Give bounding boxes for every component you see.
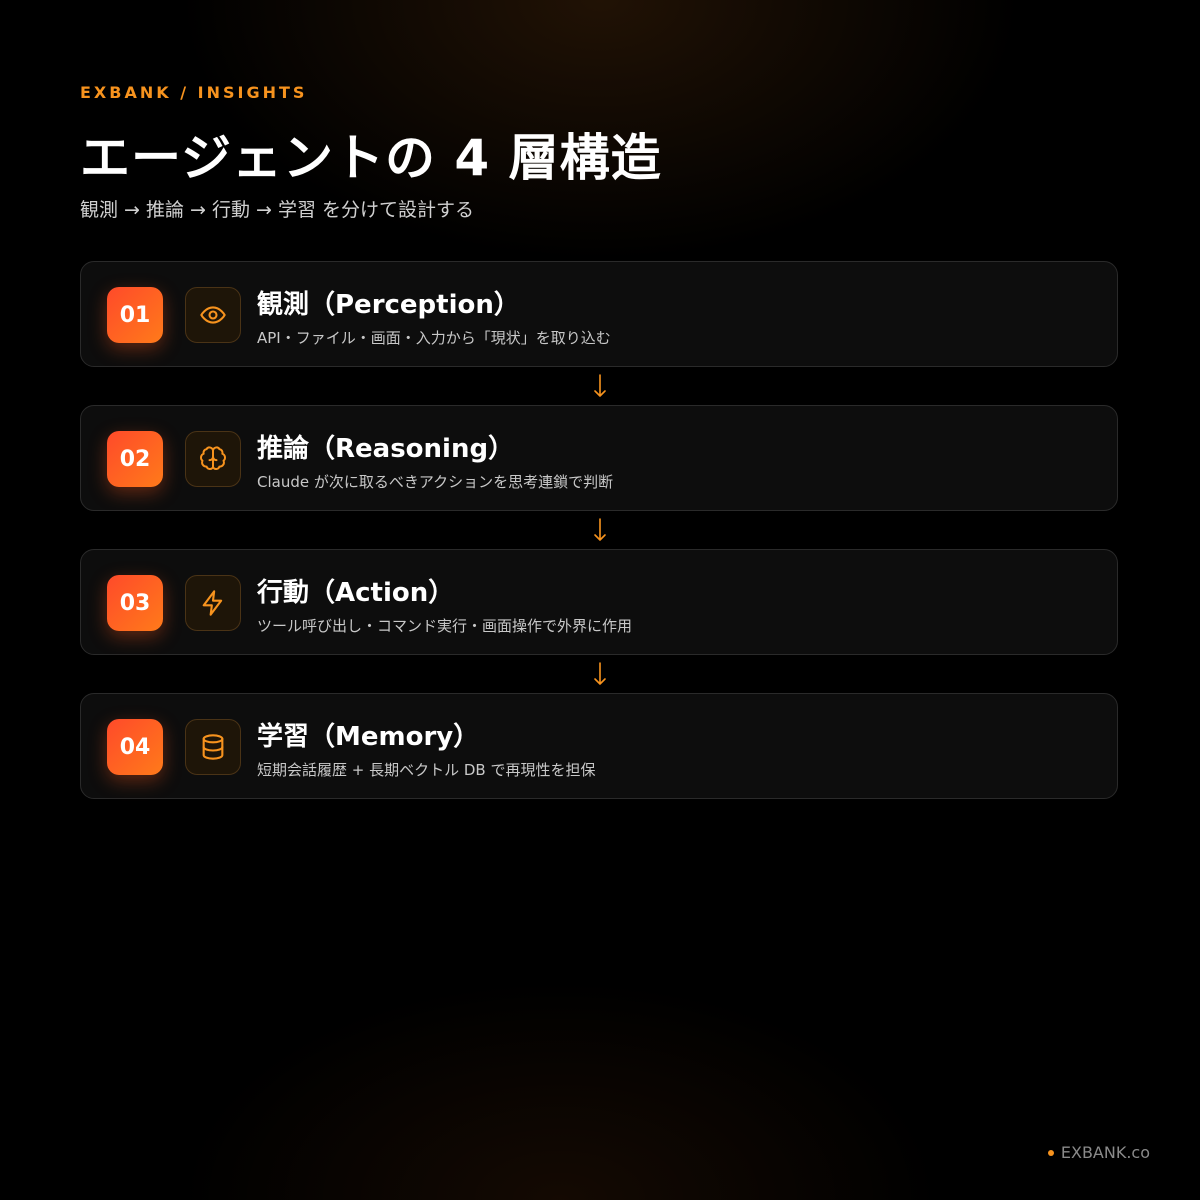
brain-icon [200, 446, 226, 470]
layer-title: 行動（Action） [257, 578, 455, 608]
eyebrow-label: EXBANK / INSIGHTS [80, 83, 308, 102]
layer-title: 学習（Memory） [257, 722, 480, 752]
layer-number-badge: 03 [107, 575, 163, 631]
eye-icon [200, 306, 226, 324]
layer-description: ツール呼び出し・コマンド実行・画面操作で外界に作用 [257, 617, 633, 635]
footer-brand-label: EXBANK.co [1060, 1143, 1150, 1162]
layer-card-reasoning: 02 推論（Reasoning） Claude が次に取るべきアクションを思考連… [80, 405, 1118, 511]
layer-title: 推論（Reasoning） [257, 434, 515, 464]
layer-icon-box [185, 719, 241, 775]
layer-icon-box [185, 287, 241, 343]
down-arrow-icon [588, 371, 612, 401]
layer-card-action: 03 行動（Action） ツール呼び出し・コマンド実行・画面操作で外界に作用 [80, 549, 1118, 655]
database-icon [202, 734, 224, 760]
layer-description: 短期会話履歴 + 長期ベクトル DB で再現性を担保 [257, 761, 596, 779]
layer-card-memory: 04 学習（Memory） 短期会話履歴 + 長期ベクトル DB で再現性を担保 [80, 693, 1118, 799]
page-title: エージェントの 4 層構造 [80, 129, 662, 187]
down-arrow-icon [588, 659, 612, 689]
layer-icon-box [185, 431, 241, 487]
lightning-icon [202, 590, 223, 616]
layer-card-perception: 01 観測（Perception） API・ファイル・画面・入力から「現状」を取… [80, 261, 1118, 367]
accent-dot-icon [1047, 1149, 1054, 1156]
layer-icon-box [185, 575, 241, 631]
down-arrow-icon [588, 515, 612, 545]
layer-number-badge: 01 [107, 287, 163, 343]
layer-description: Claude が次に取るべきアクションを思考連鎖で判断 [257, 473, 614, 491]
layer-number-badge: 04 [107, 719, 163, 775]
layer-description: API・ファイル・画面・入力から「現状」を取り込む [257, 329, 611, 347]
footer-brand: EXBANK.co [1047, 1143, 1150, 1162]
layer-number-badge: 02 [107, 431, 163, 487]
layer-title: 観測（Perception） [257, 290, 520, 320]
page-subtitle: 観測 → 推論 → 行動 → 学習 を分けて設計する [80, 199, 475, 221]
background-glow-bottom [0, 900, 1200, 1200]
